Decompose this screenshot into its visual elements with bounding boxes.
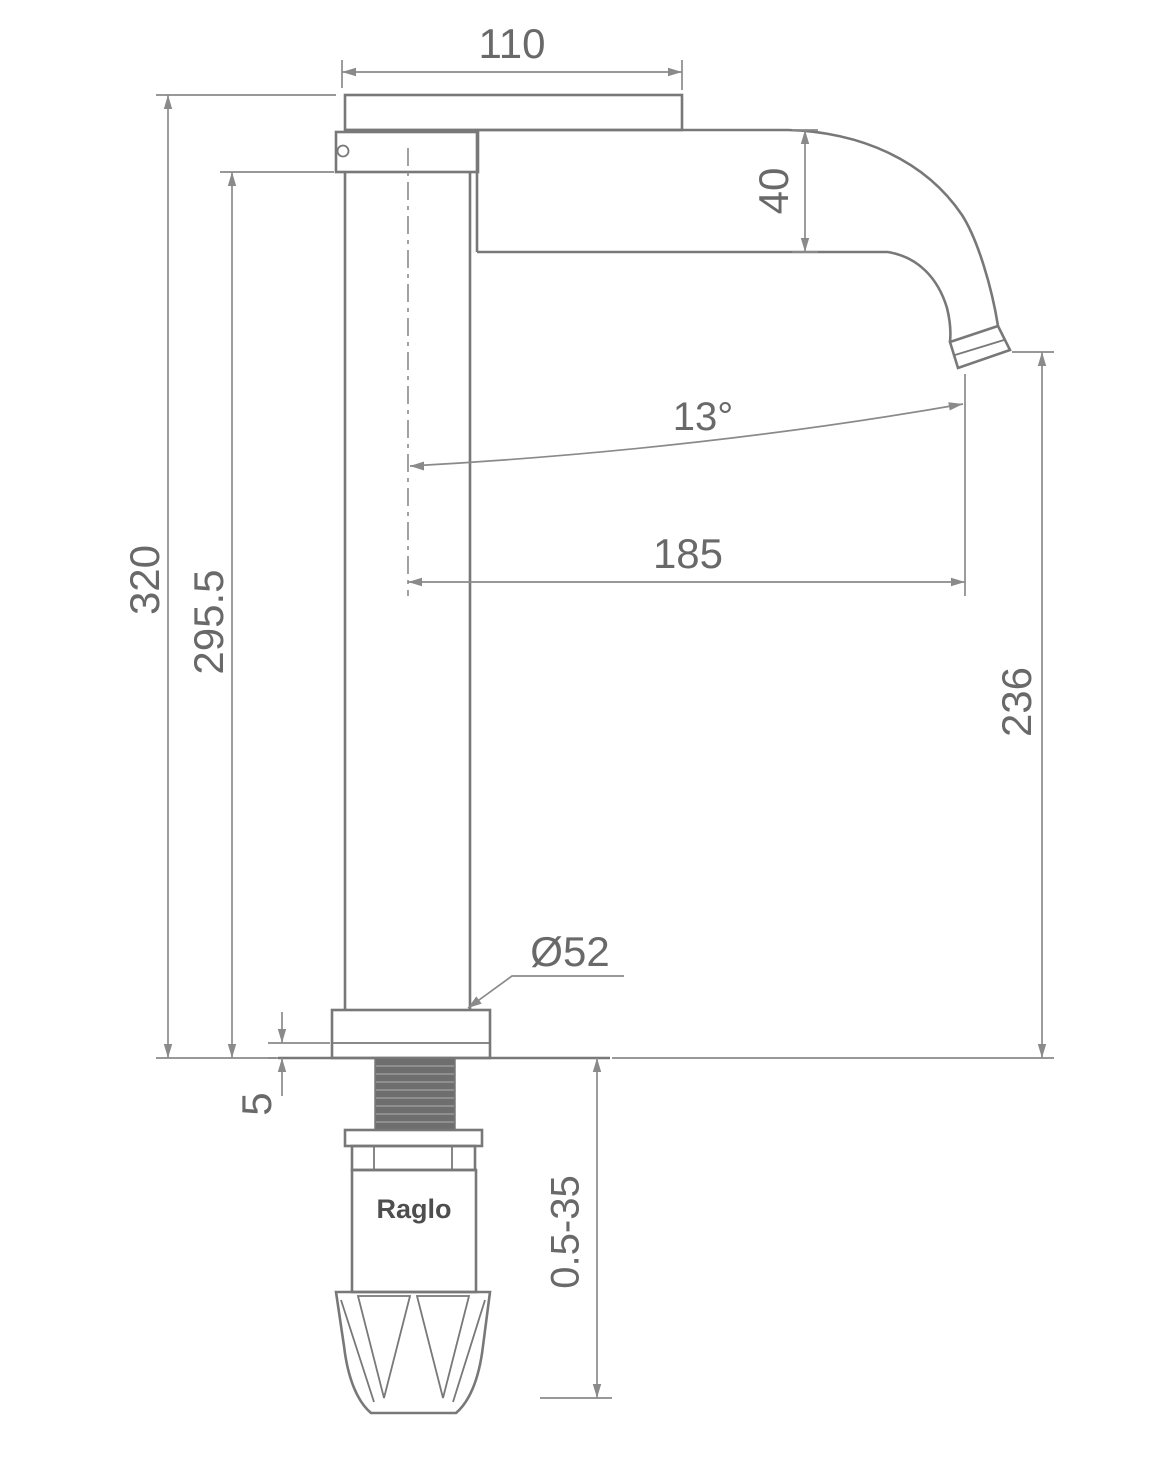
arrowhead [163,1044,173,1058]
knob-spline [356,1295,412,1399]
arrowhead [1037,352,1047,366]
dimension-base-diameter: Ø52 [467,928,624,1009]
valve-body [350,1168,478,1294]
thread-ridges [376,1065,454,1123]
knob-spline [415,1295,471,1399]
dimension-total-height: 320 [121,94,336,1059]
dim-body-height: 295.5 [185,569,232,674]
faucet-outline [278,93,1012,1415]
dim-spout-angle: 13° [673,395,734,439]
dimension-mounting-range: 0.5-35 [540,1058,612,1399]
dimension-spout-angle: 13° [409,395,964,471]
arrowhead [592,1058,602,1072]
arrowhead [592,1384,602,1398]
lever-handle [343,93,684,132]
dimension-lever-length: 110 [341,20,683,90]
threaded-shank [374,1057,456,1131]
dimension-spout-reach: 185 [408,374,966,596]
knob-edge-line [452,1299,486,1403]
base-flange [330,1008,492,1060]
dim-total-height: 320 [121,545,168,615]
valve-knob [334,1290,492,1415]
arrowhead [277,1029,287,1043]
aerator-line [954,339,1005,356]
mounting-nut-body [350,1144,477,1172]
dim-mounting-range: 0.5-35 [544,1175,588,1288]
arrowhead [1037,1044,1047,1058]
arrowhead [163,95,173,109]
arrowhead [410,461,424,471]
knob-edge-line [340,1299,375,1403]
pivot-screw-icon [336,144,350,158]
arrowhead [408,577,422,587]
dimension-body-height: 295.5 [185,171,334,1058]
dimension-base-plate-thickness: 5 [233,1012,330,1116]
dim-spout-height: 236 [993,667,1040,737]
arrowhead [227,172,237,186]
dim-spout-reach: 185 [653,530,723,577]
spout-top-curve [787,128,1000,327]
arrowhead [468,996,482,1008]
dim-spout-body-height: 40 [750,168,797,215]
dimension-spout-body-height: 40 [750,129,818,253]
dimension-spout-height: 236 [612,351,1054,1059]
dim-base-plate-thickness: 5 [233,1092,280,1115]
arrowhead [668,67,682,77]
mounting-nut-flange [343,1128,484,1148]
arrowhead [277,1058,287,1072]
arrowhead [800,130,810,144]
dim-lever-length: 110 [479,20,546,67]
arrowhead [948,402,963,411]
cartridge-cap [334,130,480,174]
spout-bottom-curve [887,250,952,343]
dim-base-diameter: Ø52 [530,928,609,975]
spout-tip [948,324,1012,370]
arrowhead [800,238,810,252]
brand-label: Raglo [376,1194,451,1224]
arrowhead [342,67,356,77]
arrowhead [227,1044,237,1058]
arrowhead [951,577,965,587]
